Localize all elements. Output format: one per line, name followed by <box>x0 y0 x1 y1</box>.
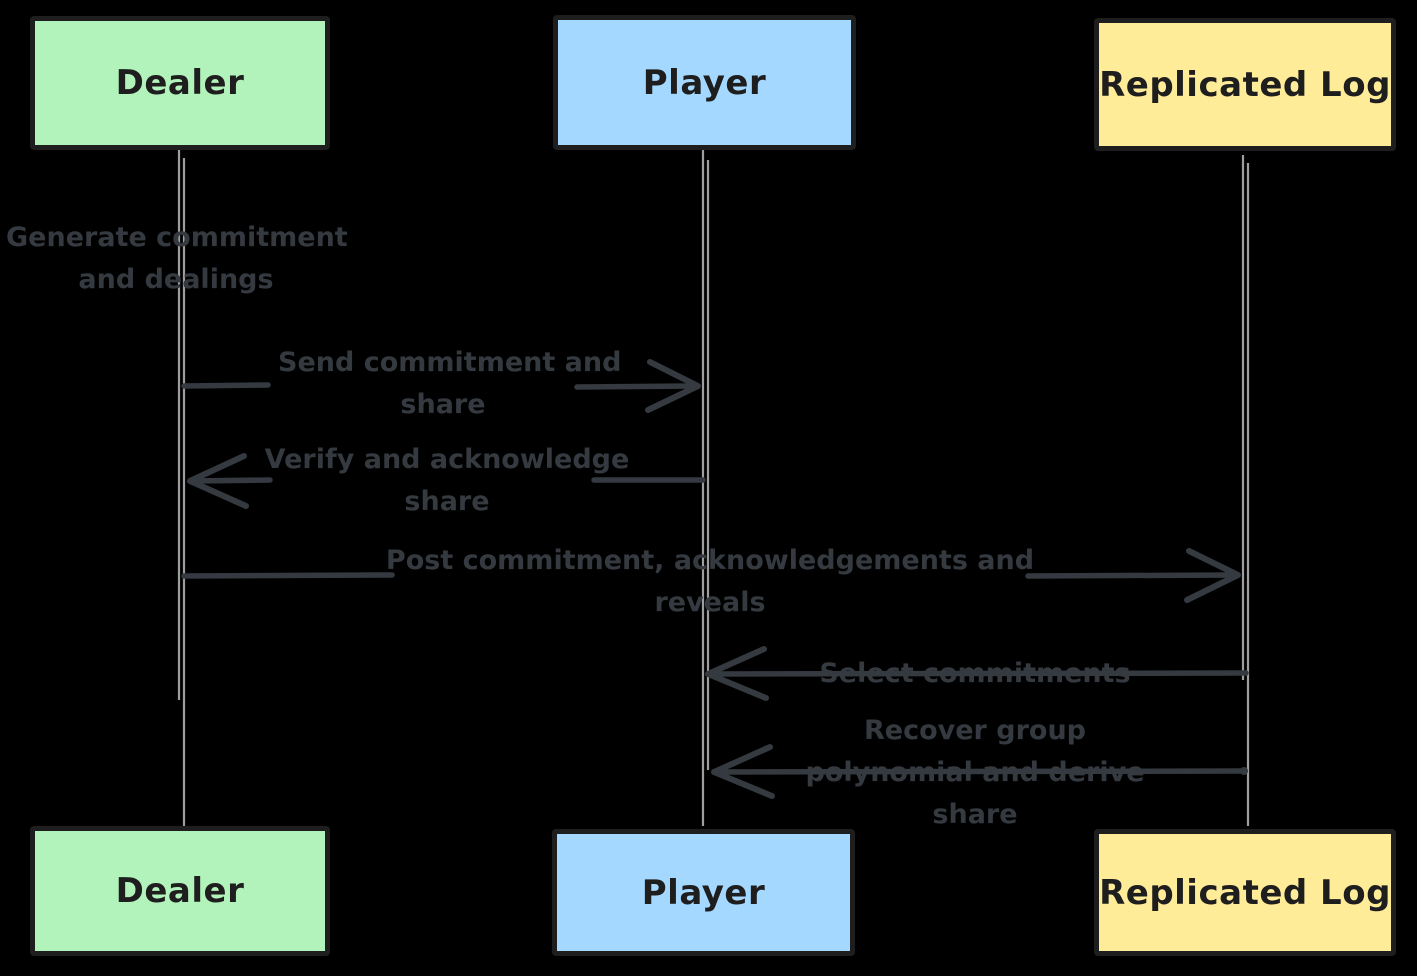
actor-label-dealer: Dealer <box>115 63 245 103</box>
arrow-post-commitment-acknowledgements-reveals <box>181 548 1241 603</box>
message-label-verify-acknowledge: Verify and acknowledge share <box>264 444 630 517</box>
lifeline-player <box>701 150 710 826</box>
actor-box-dealer-top: Dealer <box>30 16 330 150</box>
message-label-select-commitments: Select commitments <box>819 658 1131 689</box>
actor-label-player: Player <box>642 62 767 103</box>
lifeline-dealer <box>177 150 186 826</box>
message-label-post-commitment: Post commitment, acknowledgements and re… <box>385 545 1035 618</box>
actor-box-replicated-log-top: Replicated Log <box>1094 18 1396 151</box>
actor-label-dealer: Dealer <box>115 871 245 911</box>
arrow-recover-group-polynomial <box>711 744 1248 799</box>
lifeline-replicated-log <box>1241 155 1250 826</box>
message-label-send-commitment: Send commitment and share <box>278 347 622 420</box>
arrow-select-commitments <box>705 646 1249 701</box>
actor-box-player-bottom: Player <box>552 829 855 956</box>
message-label-generate-commitment: Generate commitment and dealings <box>6 222 348 295</box>
actor-label-replicated-log: Replicated Log <box>1099 872 1391 913</box>
actor-box-replicated-log-bottom: Replicated Log <box>1094 829 1396 956</box>
message-label-recover-group-polynomial: Recover group polynomial and derive shar… <box>805 715 1145 830</box>
arrow-verify-and-acknowledge-share <box>187 453 706 509</box>
arrow-send-commitment-and-share <box>181 359 701 413</box>
actor-label-replicated-log: Replicated Log <box>1099 64 1391 105</box>
actor-box-player-top: Player <box>553 15 856 150</box>
actor-box-dealer-bottom: Dealer <box>30 826 330 956</box>
actor-label-player: Player <box>641 872 766 913</box>
